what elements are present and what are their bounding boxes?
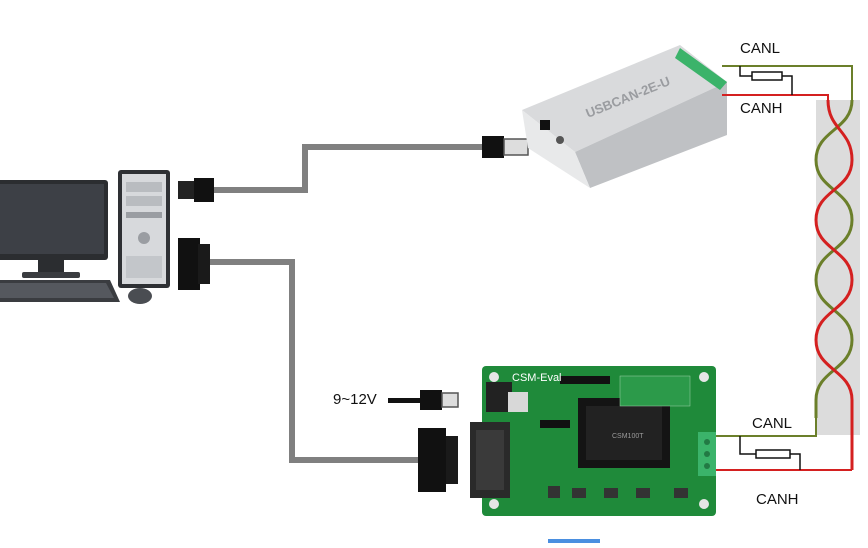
twisted-pair-backdrop bbox=[816, 100, 860, 435]
bottom-blue-mark bbox=[548, 539, 600, 543]
eval-board: CSM-Eval CSM100T bbox=[470, 366, 716, 516]
terminal-block-board bbox=[698, 432, 716, 476]
canl-bottom-label: CANL bbox=[752, 415, 793, 432]
canh-twisted-wire bbox=[814, 99, 854, 470]
terminal-block-usbcan bbox=[675, 48, 727, 90]
power-label: 9~12V bbox=[333, 391, 377, 408]
usb-b-plug bbox=[482, 136, 529, 158]
usbcan-device: USBCAN-2E-U bbox=[522, 45, 727, 188]
canl-top-label: CANL bbox=[740, 40, 781, 57]
can-wires-bottom bbox=[716, 418, 852, 471]
usb-cable bbox=[178, 136, 529, 202]
keyboard bbox=[0, 280, 120, 302]
monitor bbox=[0, 180, 108, 278]
tower bbox=[118, 170, 170, 288]
module-label: CSM100T bbox=[612, 433, 644, 440]
db9-connector-pc bbox=[178, 238, 210, 290]
computer bbox=[0, 170, 170, 304]
termination-resistor-bottom bbox=[739, 436, 801, 470]
canh-top-label: CANH bbox=[740, 100, 783, 117]
can-wires-top bbox=[722, 65, 853, 100]
twisted-pair-cable bbox=[814, 99, 854, 470]
pcb-title: CSM-Eval bbox=[512, 372, 562, 384]
mouse bbox=[128, 288, 152, 304]
db9-connector-board bbox=[418, 428, 458, 492]
canh-bottom-label: CANH bbox=[756, 491, 799, 508]
canl-twisted-wire bbox=[814, 99, 854, 418]
serial-cable bbox=[178, 238, 458, 492]
termination-resistor-top bbox=[739, 66, 793, 95]
usb-a-plug bbox=[178, 178, 214, 202]
power-cable bbox=[388, 390, 459, 410]
